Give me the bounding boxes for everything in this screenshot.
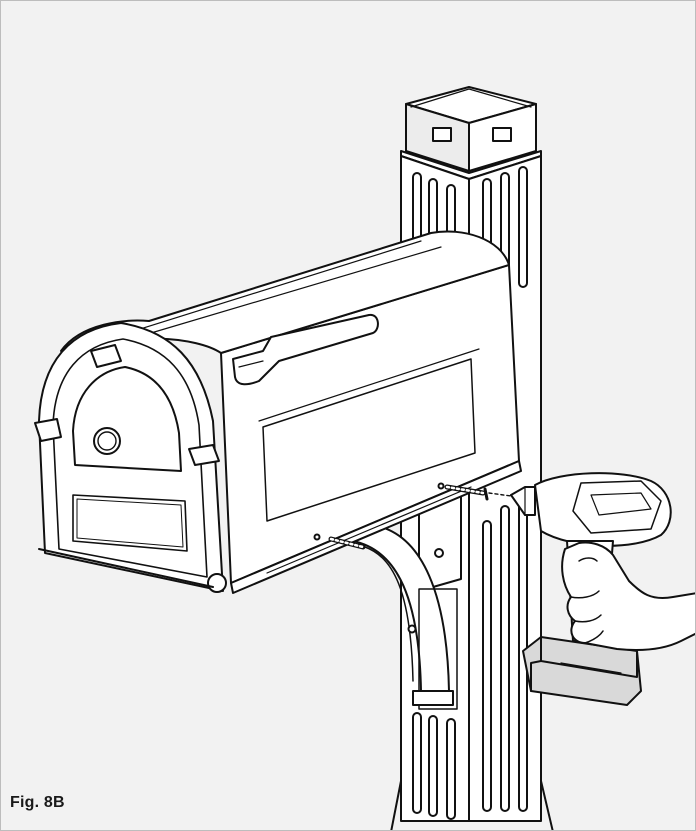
post-cap — [400, 86, 542, 180]
mailbox-flag — [232, 313, 379, 386]
hand — [561, 541, 695, 652]
screw-upper — [437, 482, 489, 501]
support-bracket — [352, 526, 458, 710]
mailbox — [34, 230, 522, 594]
figure-label: Fig. 8B — [10, 794, 65, 811]
mailbox-front — [34, 322, 227, 593]
screw-lower — [313, 533, 366, 550]
